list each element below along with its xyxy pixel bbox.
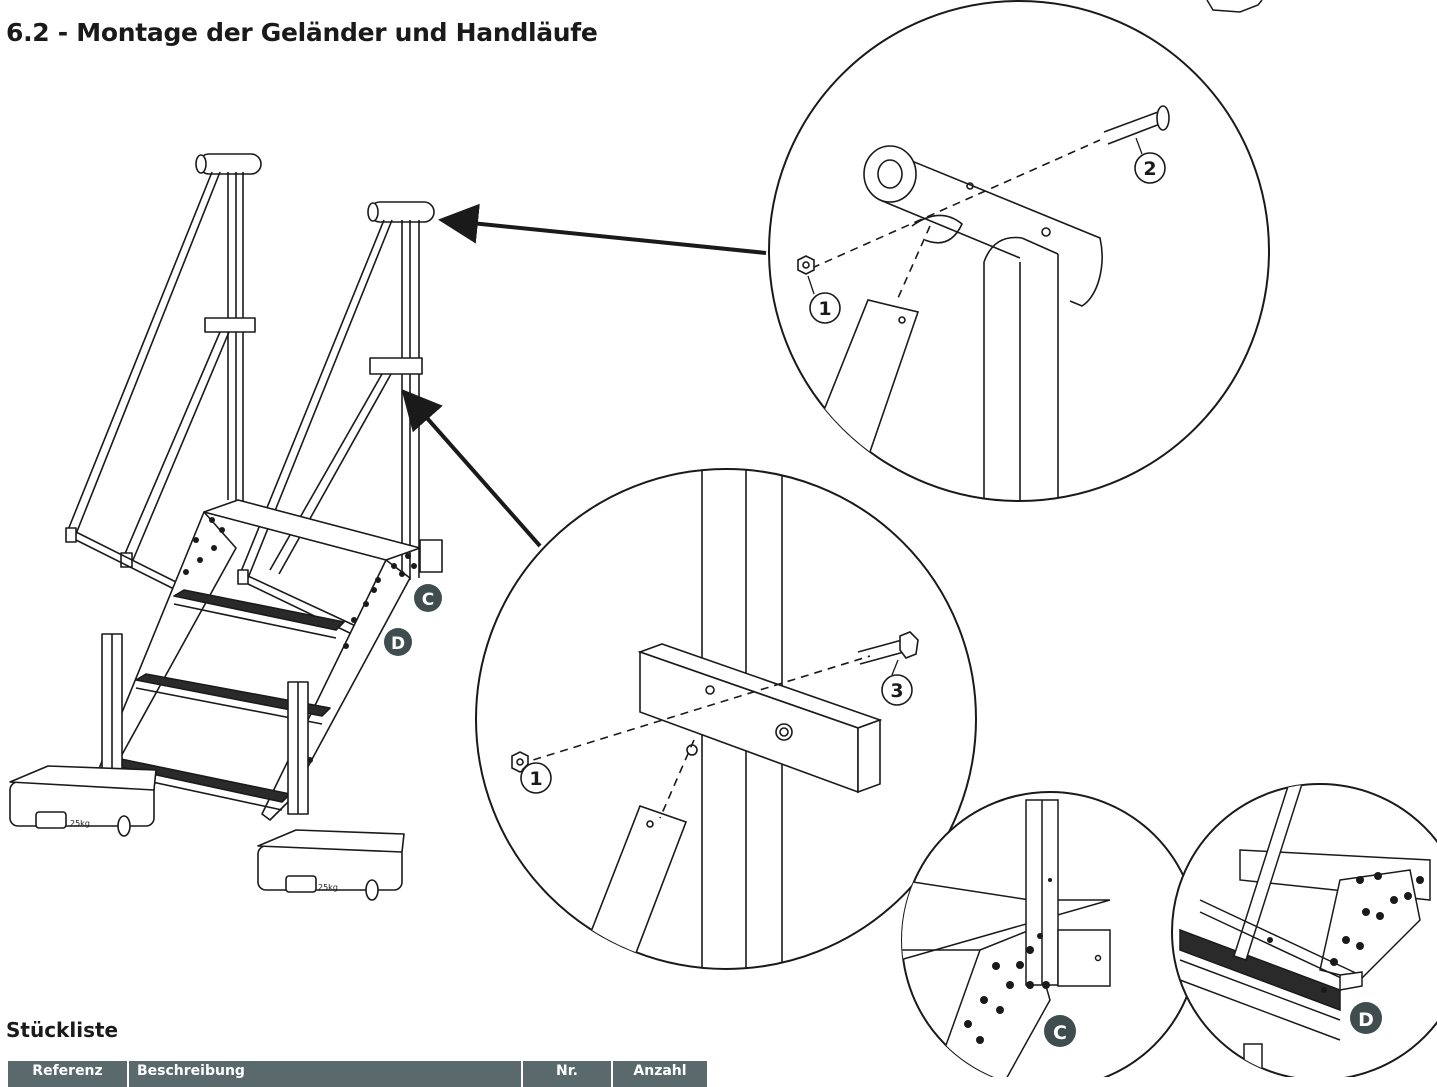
base-weight-left: 25kg <box>9 765 157 837</box>
badge-c-main: C <box>414 584 442 612</box>
page-title: 6.2 - Montage der Geländer und Handläufe <box>6 18 598 47</box>
leader-arrow-middle <box>401 389 542 548</box>
svg-text:3: 3 <box>890 680 903 702</box>
column-header-description: Beschreibung <box>128 1061 523 1087</box>
detail-circle-top: 1 2 <box>768 0 1270 502</box>
svg-text:25kg: 25kg <box>70 819 90 828</box>
detail-circle-c: C <box>901 791 1199 1077</box>
stair-assembly: 25kg 25kg <box>9 153 443 901</box>
parts-table-header-row: Referenz Beschreibung Nr. Anzahl <box>8 1061 709 1087</box>
right-railing <box>237 201 443 637</box>
stair-treads <box>105 589 345 803</box>
svg-text:C: C <box>1053 1022 1067 1044</box>
detail-circle-middle: 1 3 <box>475 468 977 970</box>
svg-text:1: 1 <box>818 298 831 320</box>
svg-text:D: D <box>1358 1009 1374 1031</box>
parts-list-title: Stückliste <box>6 1018 119 1042</box>
base-weight-right: 25kg <box>257 829 405 901</box>
detail-circle-d: D <box>1171 783 1437 1077</box>
badge-d-main: D <box>384 628 412 656</box>
parts-table: Referenz Beschreibung Nr. Anzahl <box>8 1061 709 1087</box>
svg-text:2: 2 <box>1143 158 1156 180</box>
left-railing <box>65 153 262 591</box>
svg-text:D: D <box>391 634 405 654</box>
leader-arrow-top <box>438 203 767 255</box>
column-header-number: Nr. <box>522 1061 613 1087</box>
column-header-quantity: Anzahl <box>612 1061 709 1087</box>
svg-text:C: C <box>422 590 434 610</box>
svg-text:1: 1 <box>529 768 542 790</box>
cropped-part-fragment <box>1206 0 1263 13</box>
svg-text:25kg: 25kg <box>318 883 338 892</box>
column-header-reference: Referenz <box>8 1061 129 1087</box>
